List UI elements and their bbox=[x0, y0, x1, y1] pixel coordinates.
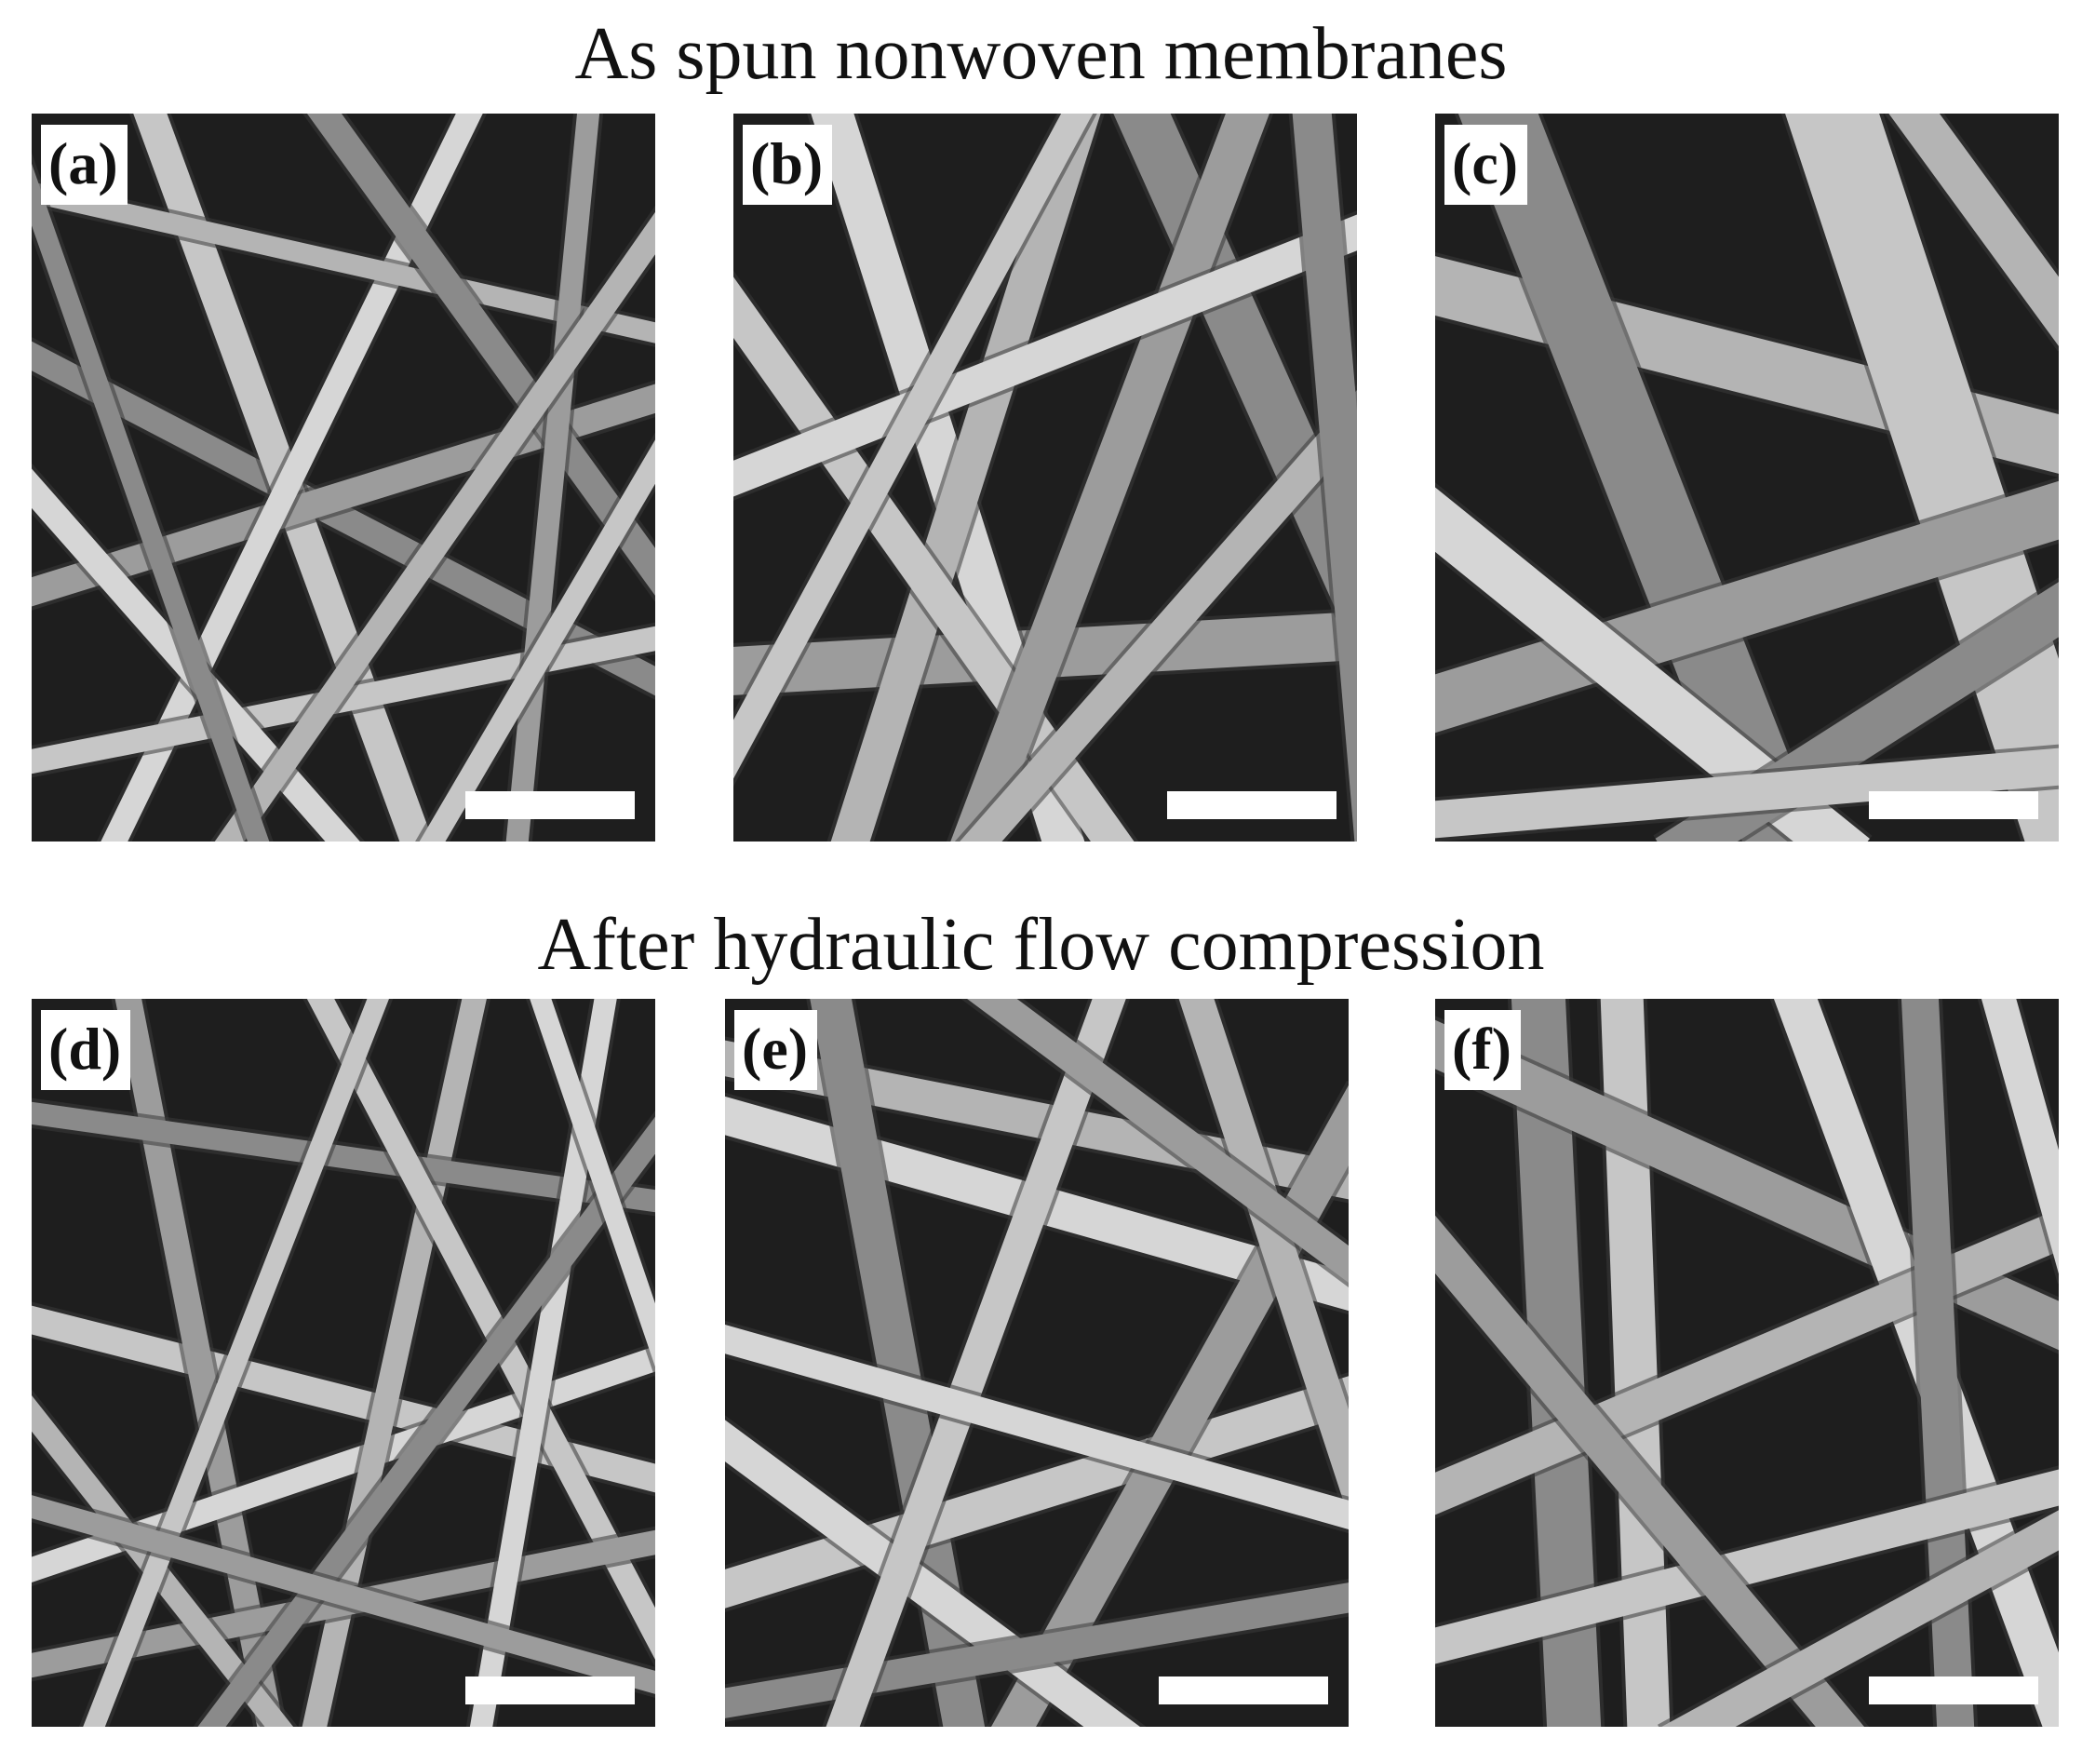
sem-panel-f: (f) bbox=[1435, 999, 2059, 1727]
scale-bar-b bbox=[1167, 791, 1337, 819]
fiber bbox=[1435, 744, 2059, 842]
scale-bar-f bbox=[1869, 1676, 2038, 1704]
fiber bbox=[733, 210, 1357, 501]
sem-panel-c: (c) bbox=[1435, 114, 2059, 842]
sem-panel-e: (e) bbox=[725, 999, 1349, 1727]
sem-panel-d: (d) bbox=[32, 999, 655, 1727]
panel-label-f: (f) bbox=[1444, 1010, 1521, 1090]
fiber bbox=[1884, 114, 2059, 352]
fiber bbox=[525, 999, 655, 1379]
fiber bbox=[1780, 114, 2059, 842]
sem-panel-b: (b) bbox=[733, 114, 1357, 842]
sem-image-b bbox=[733, 114, 1357, 842]
sem-image-a bbox=[32, 114, 655, 842]
fiber bbox=[1435, 1465, 2059, 1668]
panel-label-e: (e) bbox=[734, 1010, 818, 1090]
fiber bbox=[725, 1372, 1349, 1612]
fiber bbox=[1657, 1505, 2059, 1727]
panel-label-c: (c) bbox=[1444, 125, 1528, 205]
title-as-spun: As spun nonwoven membranes bbox=[574, 13, 1508, 95]
fiber bbox=[733, 114, 1097, 787]
fiber bbox=[502, 114, 604, 842]
sem-image-c bbox=[1435, 114, 2059, 842]
title-after-compression: After hydraulic flow compression bbox=[537, 904, 1545, 986]
fiber bbox=[32, 152, 274, 842]
fiber bbox=[947, 114, 1274, 842]
sem-image-e bbox=[725, 999, 1349, 1727]
fiber bbox=[826, 114, 1105, 842]
fiber bbox=[32, 1491, 655, 1698]
fiber bbox=[1288, 114, 1357, 842]
fiber bbox=[1175, 999, 1349, 1527]
sem-panel-a: (a) bbox=[32, 114, 655, 842]
fiber bbox=[209, 205, 655, 842]
scale-bar-e bbox=[1159, 1676, 1328, 1704]
sem-image-f bbox=[1435, 999, 2059, 1727]
panel-label-b: (b) bbox=[743, 125, 833, 205]
fiber bbox=[822, 999, 1131, 1727]
fiber bbox=[954, 384, 1357, 842]
fiber bbox=[1897, 999, 1979, 1727]
fiber bbox=[725, 1579, 1349, 1722]
fiber bbox=[725, 1415, 1147, 1727]
fiber bbox=[1435, 1209, 1870, 1727]
fiber bbox=[725, 1320, 1349, 1534]
fiber bbox=[1977, 999, 2059, 1284]
scale-bar-a bbox=[465, 791, 635, 819]
fiber bbox=[960, 999, 1349, 1288]
panel-label-d: (d) bbox=[41, 1010, 131, 1090]
fiber bbox=[415, 432, 655, 842]
fiber bbox=[1435, 477, 2059, 737]
scale-bar-d bbox=[465, 1676, 635, 1704]
panel-label-a: (a) bbox=[41, 125, 128, 205]
fiber bbox=[78, 999, 394, 1727]
fiber bbox=[1435, 1205, 2059, 1519]
scale-bar-c bbox=[1869, 791, 2038, 819]
sem-image-d bbox=[32, 999, 655, 1727]
fiber bbox=[193, 1111, 655, 1727]
